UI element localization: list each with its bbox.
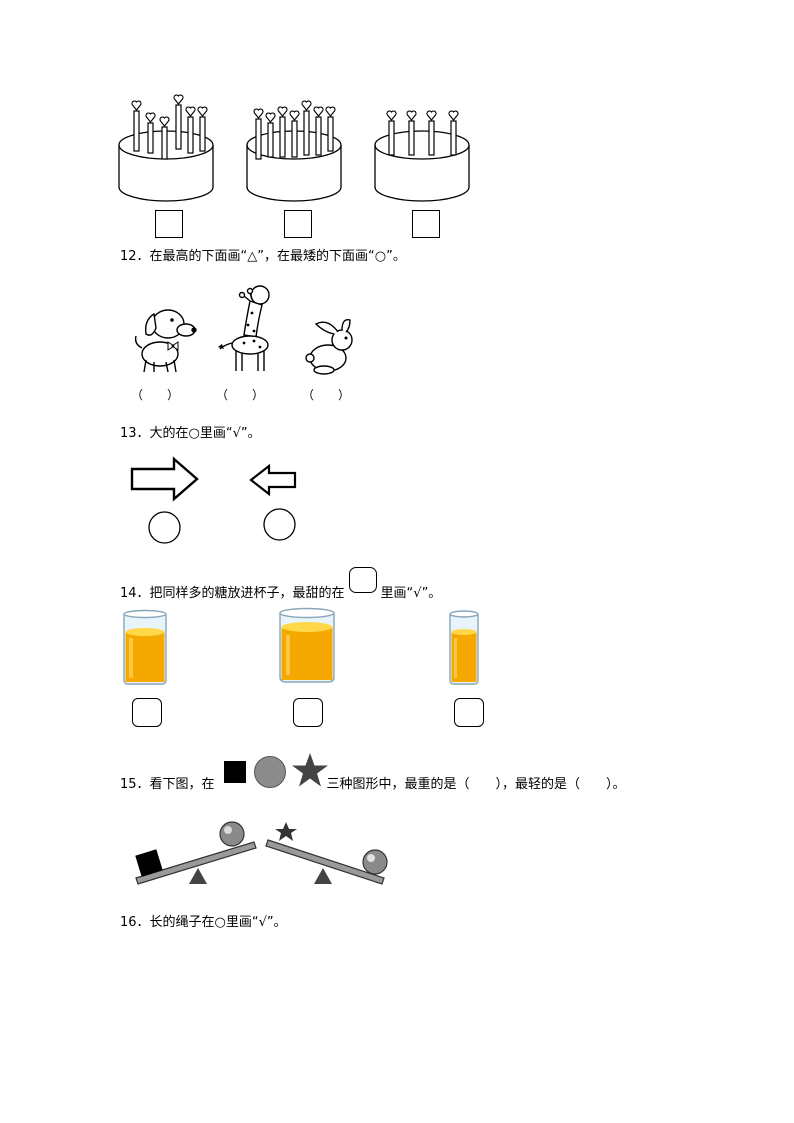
question-15: 15．看下图，在 三种图形中，最重的是（ ），最轻的是（ ）。 — [120, 777, 626, 793]
question-14-text: 14．把同样多的糖放进杯子，最甜的在 — [120, 586, 345, 601]
question-13: 13．大的在○里画“√”。 — [120, 426, 261, 441]
glass-icon — [123, 609, 167, 685]
answer-box[interactable] — [454, 698, 484, 727]
answer-paren[interactable]: （ ） — [302, 388, 351, 402]
question-15-text: 15．看下图，在 — [120, 777, 215, 792]
answer-box[interactable] — [284, 210, 312, 238]
arrow-icon — [130, 456, 199, 502]
answer-circle[interactable] — [263, 508, 297, 542]
answer-box[interactable] — [155, 210, 183, 238]
star-icon — [292, 753, 328, 787]
square-icon — [224, 761, 246, 783]
cake-icon — [246, 100, 342, 202]
glass-icon — [449, 610, 479, 685]
answer-paren[interactable]: （ ） — [216, 388, 265, 402]
answer-paren[interactable]: （ ） — [131, 388, 180, 402]
inline-box-icon — [348, 567, 377, 593]
seesaw-icon — [135, 821, 257, 885]
arrow-icon — [249, 463, 297, 497]
giraffe-icon — [218, 285, 270, 371]
question-16: 16．长的绳子在○里画“√”。 — [120, 915, 287, 930]
answer-box[interactable] — [293, 698, 323, 727]
question-12: 12．在最高的下面画“△”，在最矮的下面画“○”。 — [120, 249, 406, 264]
glass-icon — [279, 607, 335, 683]
answer-circle[interactable] — [148, 511, 182, 545]
seesaw-icon — [265, 822, 388, 885]
dog-icon — [134, 309, 197, 373]
answer-box[interactable] — [412, 210, 440, 238]
cake-icon — [118, 94, 214, 202]
question-14: 14．把同样多的糖放进杯子，最甜的在 里画“√”。 — [120, 567, 442, 602]
answer-box[interactable] — [132, 698, 162, 727]
question-14-text-end: 里画“√”。 — [380, 586, 442, 601]
question-15-text-end: 三种图形中，最重的是（ ），最轻的是（ ）。 — [326, 777, 626, 792]
cake-icon — [374, 110, 470, 202]
circle-icon — [254, 756, 286, 788]
rabbit-icon — [305, 319, 353, 375]
